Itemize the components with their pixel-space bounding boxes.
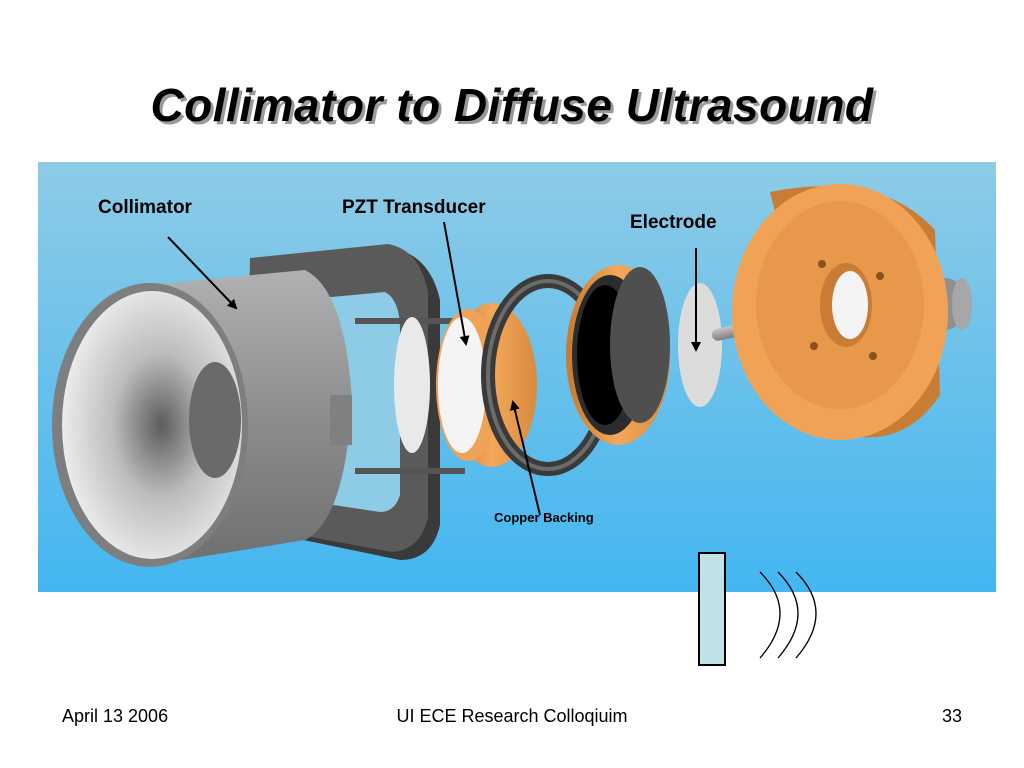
label-electrode: Electrode [630, 212, 717, 233]
arrow-pzt-transducer [443, 221, 470, 346]
ultrasound-wave-icon [759, 571, 817, 659]
arrow-copper-backing [509, 400, 541, 516]
back-housing [732, 184, 972, 440]
slide-title: Collimator to Diffuse Ultrasound [150, 79, 874, 131]
electrode-disk [678, 283, 722, 407]
ceramic-disk [394, 317, 430, 453]
spacer-ring [610, 267, 670, 423]
collimator-horn [52, 270, 352, 567]
label-collimator: Collimator [98, 197, 193, 218]
footer-event: UI ECE Research Colloqiuim [396, 706, 628, 726]
ultrasound-emitter-icon [698, 552, 726, 666]
label-copper-backing: Copper Backing [494, 510, 594, 525]
arrow-collimator [167, 236, 238, 310]
footer-page-number: 33 [941, 706, 962, 726]
footer-date: April 13 2006 [62, 706, 169, 726]
label-pzt-transducer: PZT Transducer [342, 197, 486, 218]
